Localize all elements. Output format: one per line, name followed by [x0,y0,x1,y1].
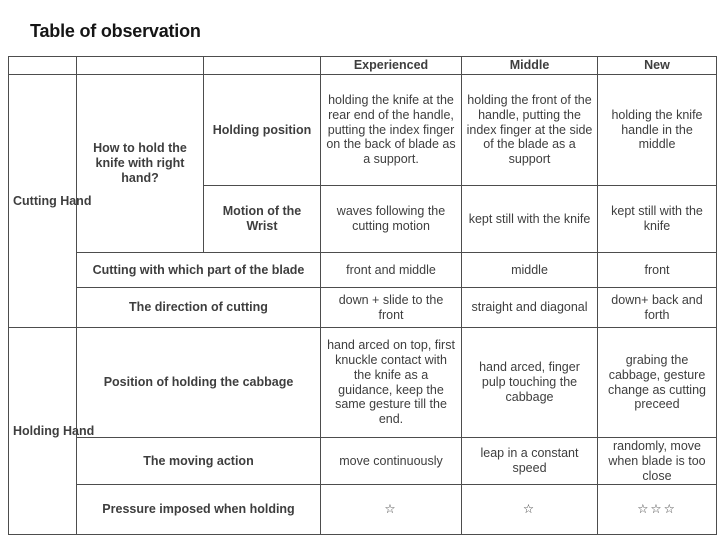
col-header-experienced: Experienced [320,56,462,75]
cell-new-pressure-stars: ☆☆☆ [597,484,717,536]
row-moving-action: The moving action move continuously leap… [9,436,717,486]
row-label-moving-action: The moving action [76,436,321,486]
row-holding-position: Cutting Hand How to hold the knife with … [8,74,717,328]
cell-new-moving-action: randomly, move when blade is too close [597,436,717,486]
row-label-cabbage-position: Position of holding the cabbage [76,327,321,438]
cell-new-blade-part: front [597,252,717,288]
section-label-holding-hand: Holding Hand [8,326,94,536]
cell-middle-cut-direction: straight and diagonal [461,287,598,328]
cell-new-holding-position: holding the knife handle in the middle [597,74,717,186]
cell-experienced-blade-part: front and middle [320,252,462,288]
header-spacer-3 [203,56,321,75]
row-label-holding-position: Holding position [203,74,321,186]
cell-new-cabbage-position: grabing the cabbage, gesture change as c… [597,327,717,438]
row-group-label-how-to-hold: How to hold the knife with right hand? [76,74,204,253]
cell-middle-moving-action: leap in a constant speed [461,436,598,486]
cell-middle-pressure-stars: ☆ [461,484,598,536]
cell-middle-wrist-motion: kept still with the knife [461,185,598,253]
cell-middle-cabbage-position: hand arced, finger pulp touching the cab… [461,327,598,438]
cell-experienced-cut-direction: down + slide to the front [320,287,462,328]
header-spacer-1 [8,56,77,75]
observation-table: Experienced Middle New Cutting Hand How … [8,56,717,536]
cell-experienced-holding-position: holding the knife at the rear end of the… [320,74,462,186]
section-label-cutting-hand: Cutting Hand [8,74,91,328]
row-label-wrist-motion: Motion of the Wrist [203,185,321,253]
cell-middle-blade-part: middle [461,252,598,288]
row-blade-part: Cutting with which part of the blade fro… [9,252,717,288]
row-label-blade-part: Cutting with which part of the blade [76,252,321,288]
cell-new-wrist-motion: kept still with the knife [597,185,717,253]
col-header-middle: Middle [461,56,598,75]
row-label-pressure: Pressure imposed when holding [76,484,321,536]
row-wrist-motion: Motion of the Wrist waves following the … [9,185,717,253]
cell-experienced-moving-action: move continuously [320,436,462,486]
header-spacer-2 [76,56,204,75]
col-header-new: New [597,56,717,75]
cell-new-cut-direction: down+ back and forth [597,287,717,328]
cell-experienced-cabbage-position: hand arced on top, first knuckle contact… [320,327,462,438]
header-row: Experienced Middle New [8,56,717,75]
cell-middle-holding-position: holding the front of the handle, putting… [461,74,598,186]
row-label-cut-direction: The direction of cutting [76,287,321,328]
row-cabbage-position: Holding Hand Position of holding the cab… [8,326,717,536]
cell-experienced-pressure-stars: ☆ [320,484,462,536]
page-title: Table of observation [30,21,201,41]
row-cut-direction: The direction of cutting down + slide to… [9,287,717,328]
row-pressure: Pressure imposed when holding ☆ ☆ ☆☆☆ [9,484,717,536]
cell-experienced-wrist-motion: waves following the cutting motion [320,185,462,253]
